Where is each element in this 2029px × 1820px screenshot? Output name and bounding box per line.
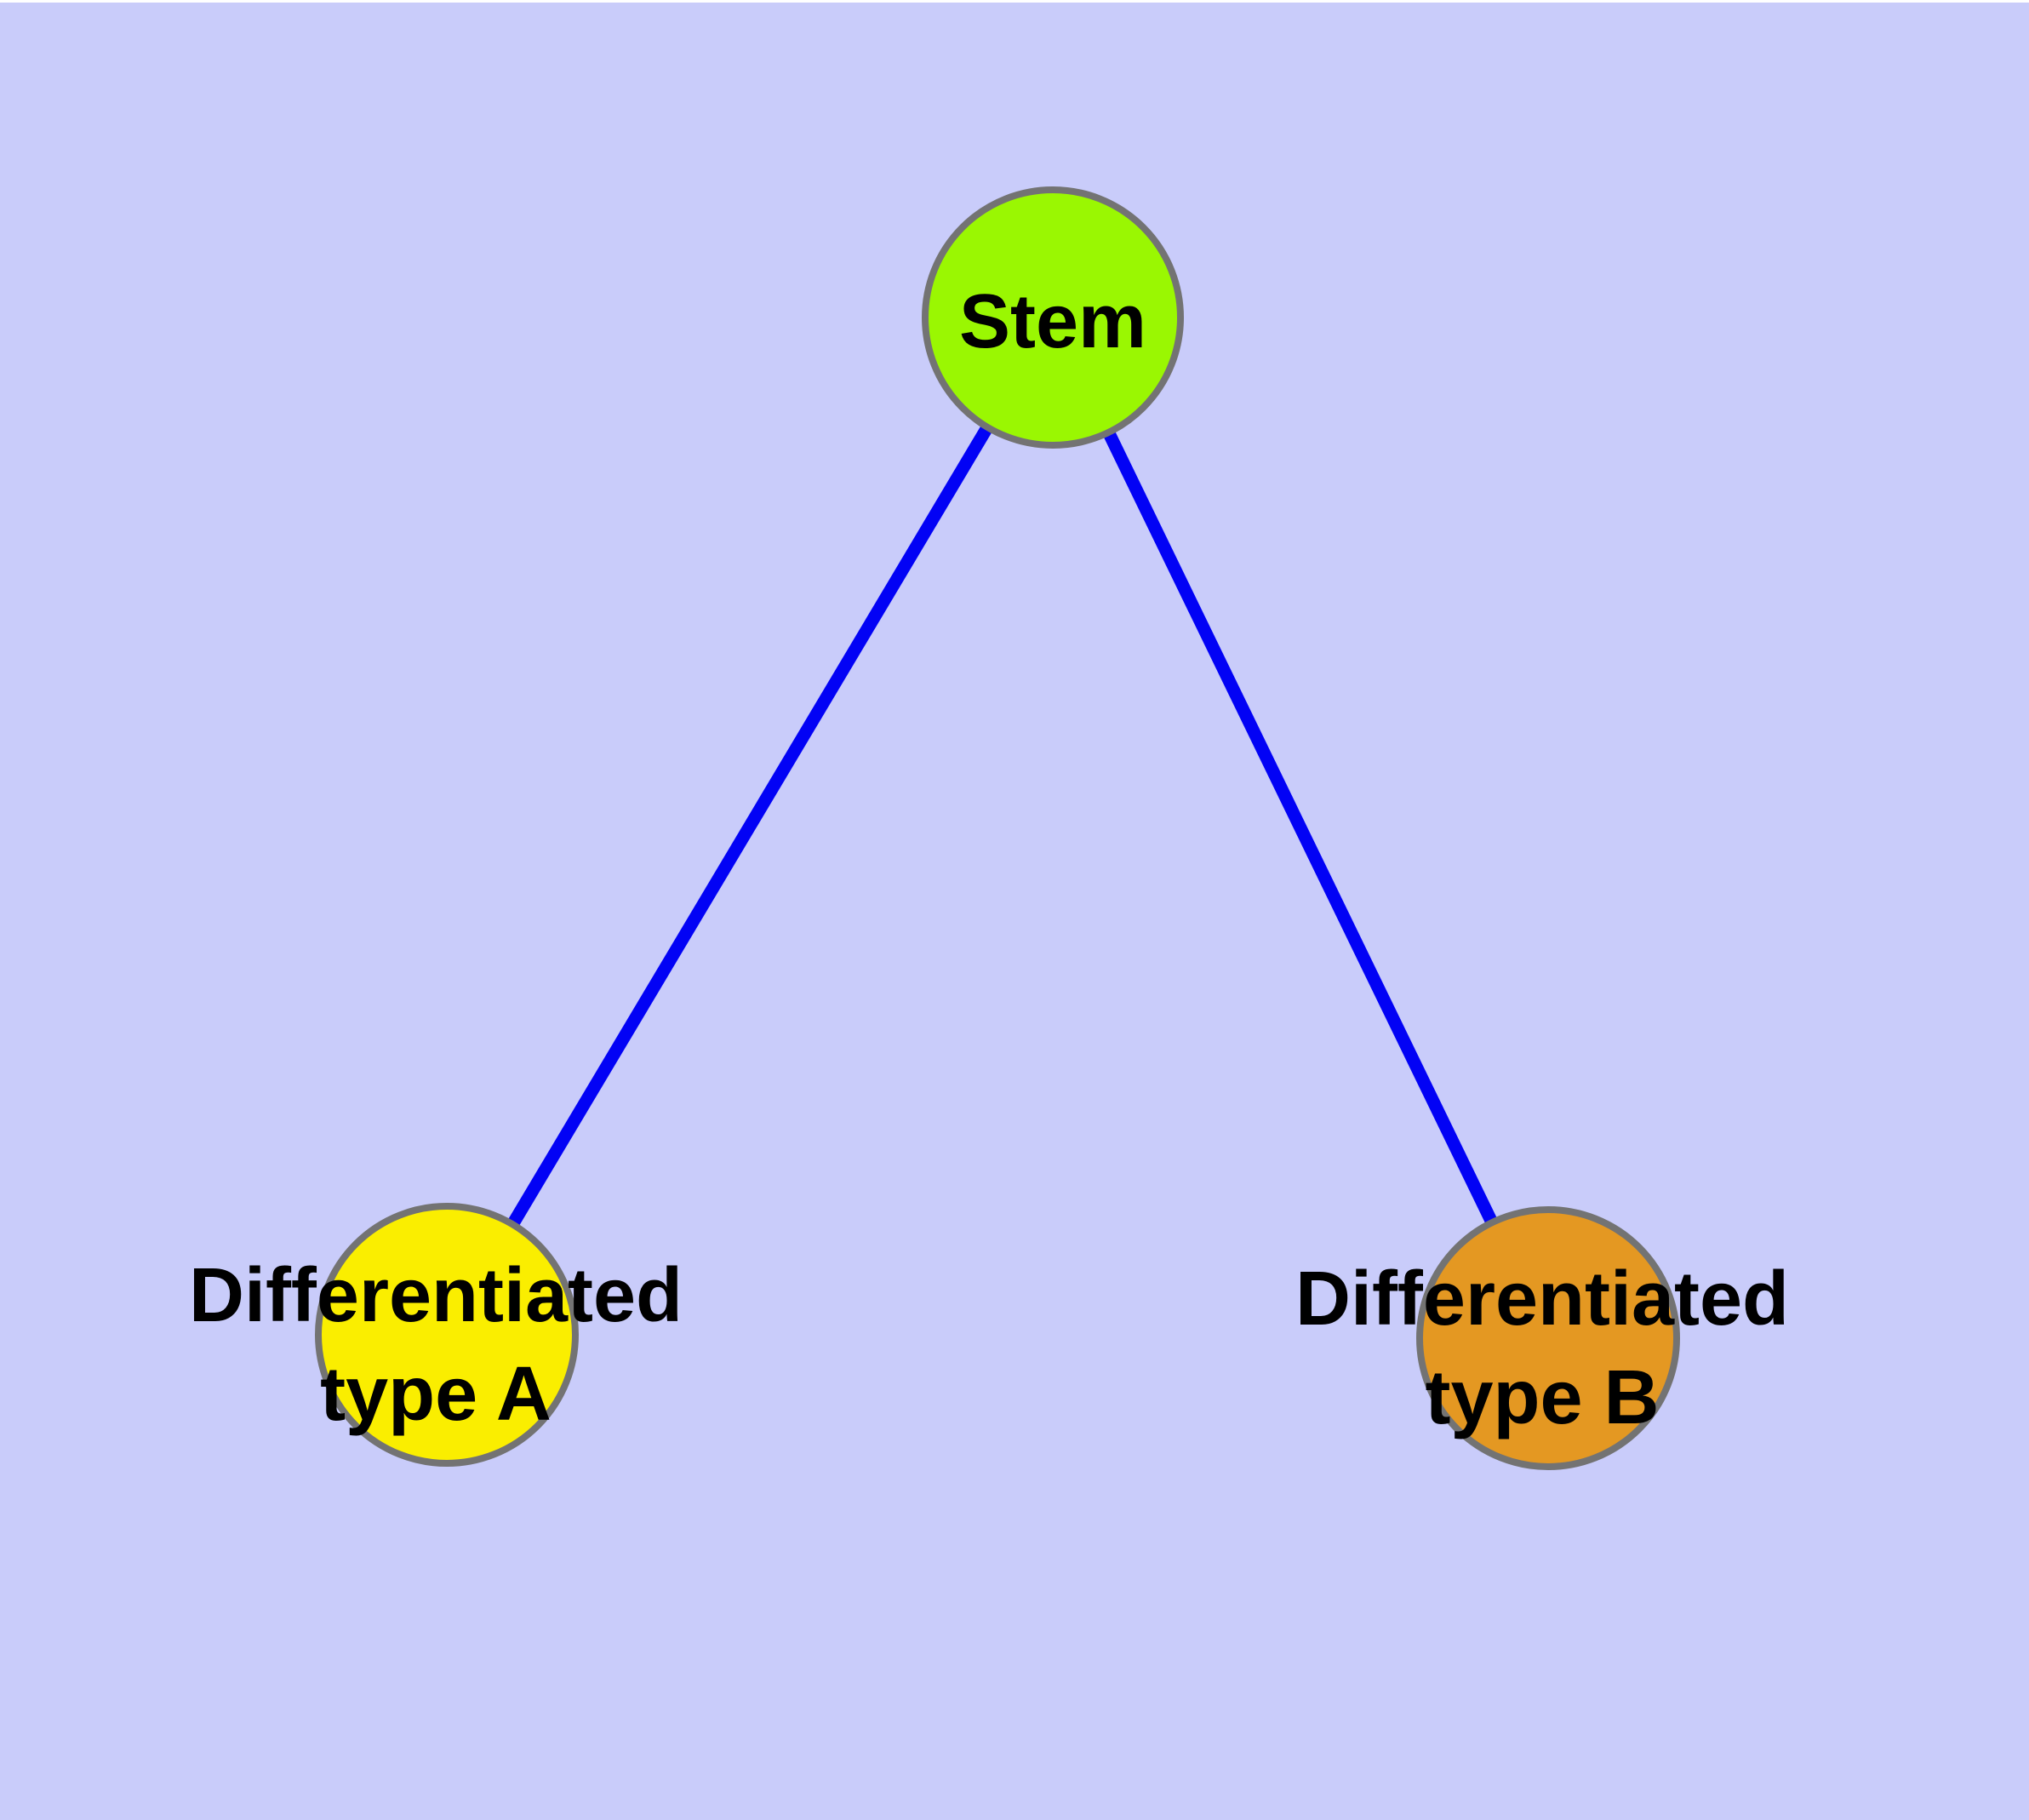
edge-stem-to-type-a <box>441 314 1059 1338</box>
node-differentiated-type-b-label-line2: type B <box>1425 1355 1659 1440</box>
node-differentiated-type-a: Differentiated type A <box>189 1203 683 1467</box>
edges <box>441 314 1554 1342</box>
node-differentiated-type-b: Differentiated type B <box>1295 1206 1789 1470</box>
node-differentiated-type-b-label-line1: Differentiated <box>1295 1256 1789 1342</box>
node-stem-label: Stem <box>959 279 1146 364</box>
edge-stem-to-type-b <box>1047 314 1554 1342</box>
node-differentiated-type-b-circle[interactable] <box>1416 1206 1680 1470</box>
node-differentiated-type-a-label-line1: Differentiated <box>189 1253 683 1338</box>
node-stem: Stem <box>922 186 1184 449</box>
top-strip <box>0 0 2029 3</box>
node-differentiated-type-a-circle[interactable] <box>315 1203 579 1467</box>
node-differentiated-type-a-label-line2: type A <box>320 1352 552 1437</box>
node-stem-circle[interactable] <box>922 186 1184 449</box>
nodes: Stem Differentiated type A Differentiate… <box>189 186 1789 1470</box>
